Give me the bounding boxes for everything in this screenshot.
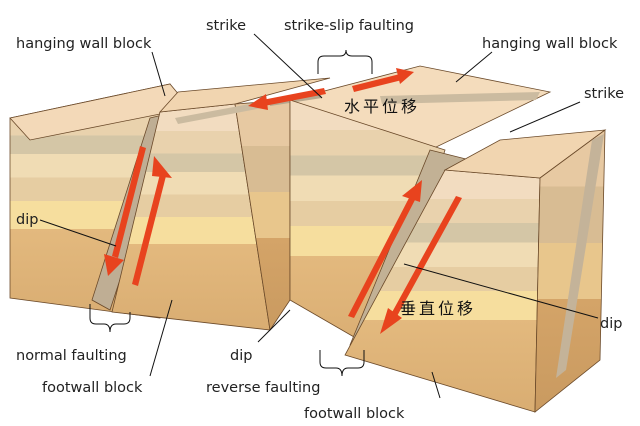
leader-hanging-left: [151, 51, 166, 97]
motion-arrows: [104, 68, 462, 334]
left-footwall-top-face: [159, 77, 331, 113]
leader-dip-right: [403, 263, 599, 319]
reverse-down-arrow: [380, 196, 462, 334]
normal-down-arrow: [104, 146, 146, 276]
strike-slip-left-arrow: [248, 88, 326, 110]
label-hanging-wall-left: hanging wall block: [16, 36, 152, 52]
brace-normal: [89, 304, 131, 333]
leader-dip-mid: [257, 309, 291, 343]
label-dip-mid: dip: [230, 348, 252, 364]
label-dip-left: dip: [16, 212, 38, 228]
leader-hanging-right: [455, 51, 493, 83]
label-footwall-left: footwall block: [42, 380, 143, 396]
reverse-up-arrow: [348, 180, 422, 318]
label-vertical-displacement: 垂直位移: [400, 299, 476, 318]
leader-footwall-left: [149, 299, 173, 377]
leader-strike-top: [253, 33, 323, 99]
left-fault-block: [9, 77, 331, 332]
label-strike-top: strike: [206, 18, 246, 34]
leader-lines: [39, 33, 599, 399]
right-strike-sliver: [556, 134, 604, 378]
label-normal-faulting: normal faulting: [16, 348, 127, 364]
label-strike-slip: strike-slip faulting: [284, 18, 414, 34]
normal-up-arrow: [132, 156, 172, 286]
strike-slip-right-arrow: [352, 68, 414, 92]
label-footwall-right: footwall block: [304, 406, 405, 422]
strike-band-right: [380, 92, 540, 104]
strike-band-left: [175, 102, 262, 124]
right-fault-block: [175, 65, 607, 413]
leader-dip-left: [39, 219, 117, 247]
brace-reverse: [319, 350, 365, 377]
brace-strike-slip: [317, 49, 373, 74]
label-strike-right: strike: [584, 86, 624, 102]
labels: hanging wall block strike strike-slip fa…: [16, 18, 624, 422]
label-dip-right: dip: [600, 316, 622, 332]
leader-strike-right: [509, 101, 581, 133]
label-horizontal-displacement: 水平位移: [344, 97, 420, 116]
leader-footwall-right: [431, 371, 441, 399]
label-reverse-faulting: reverse faulting: [206, 380, 320, 396]
label-hanging-wall-right: hanging wall block: [482, 36, 618, 52]
